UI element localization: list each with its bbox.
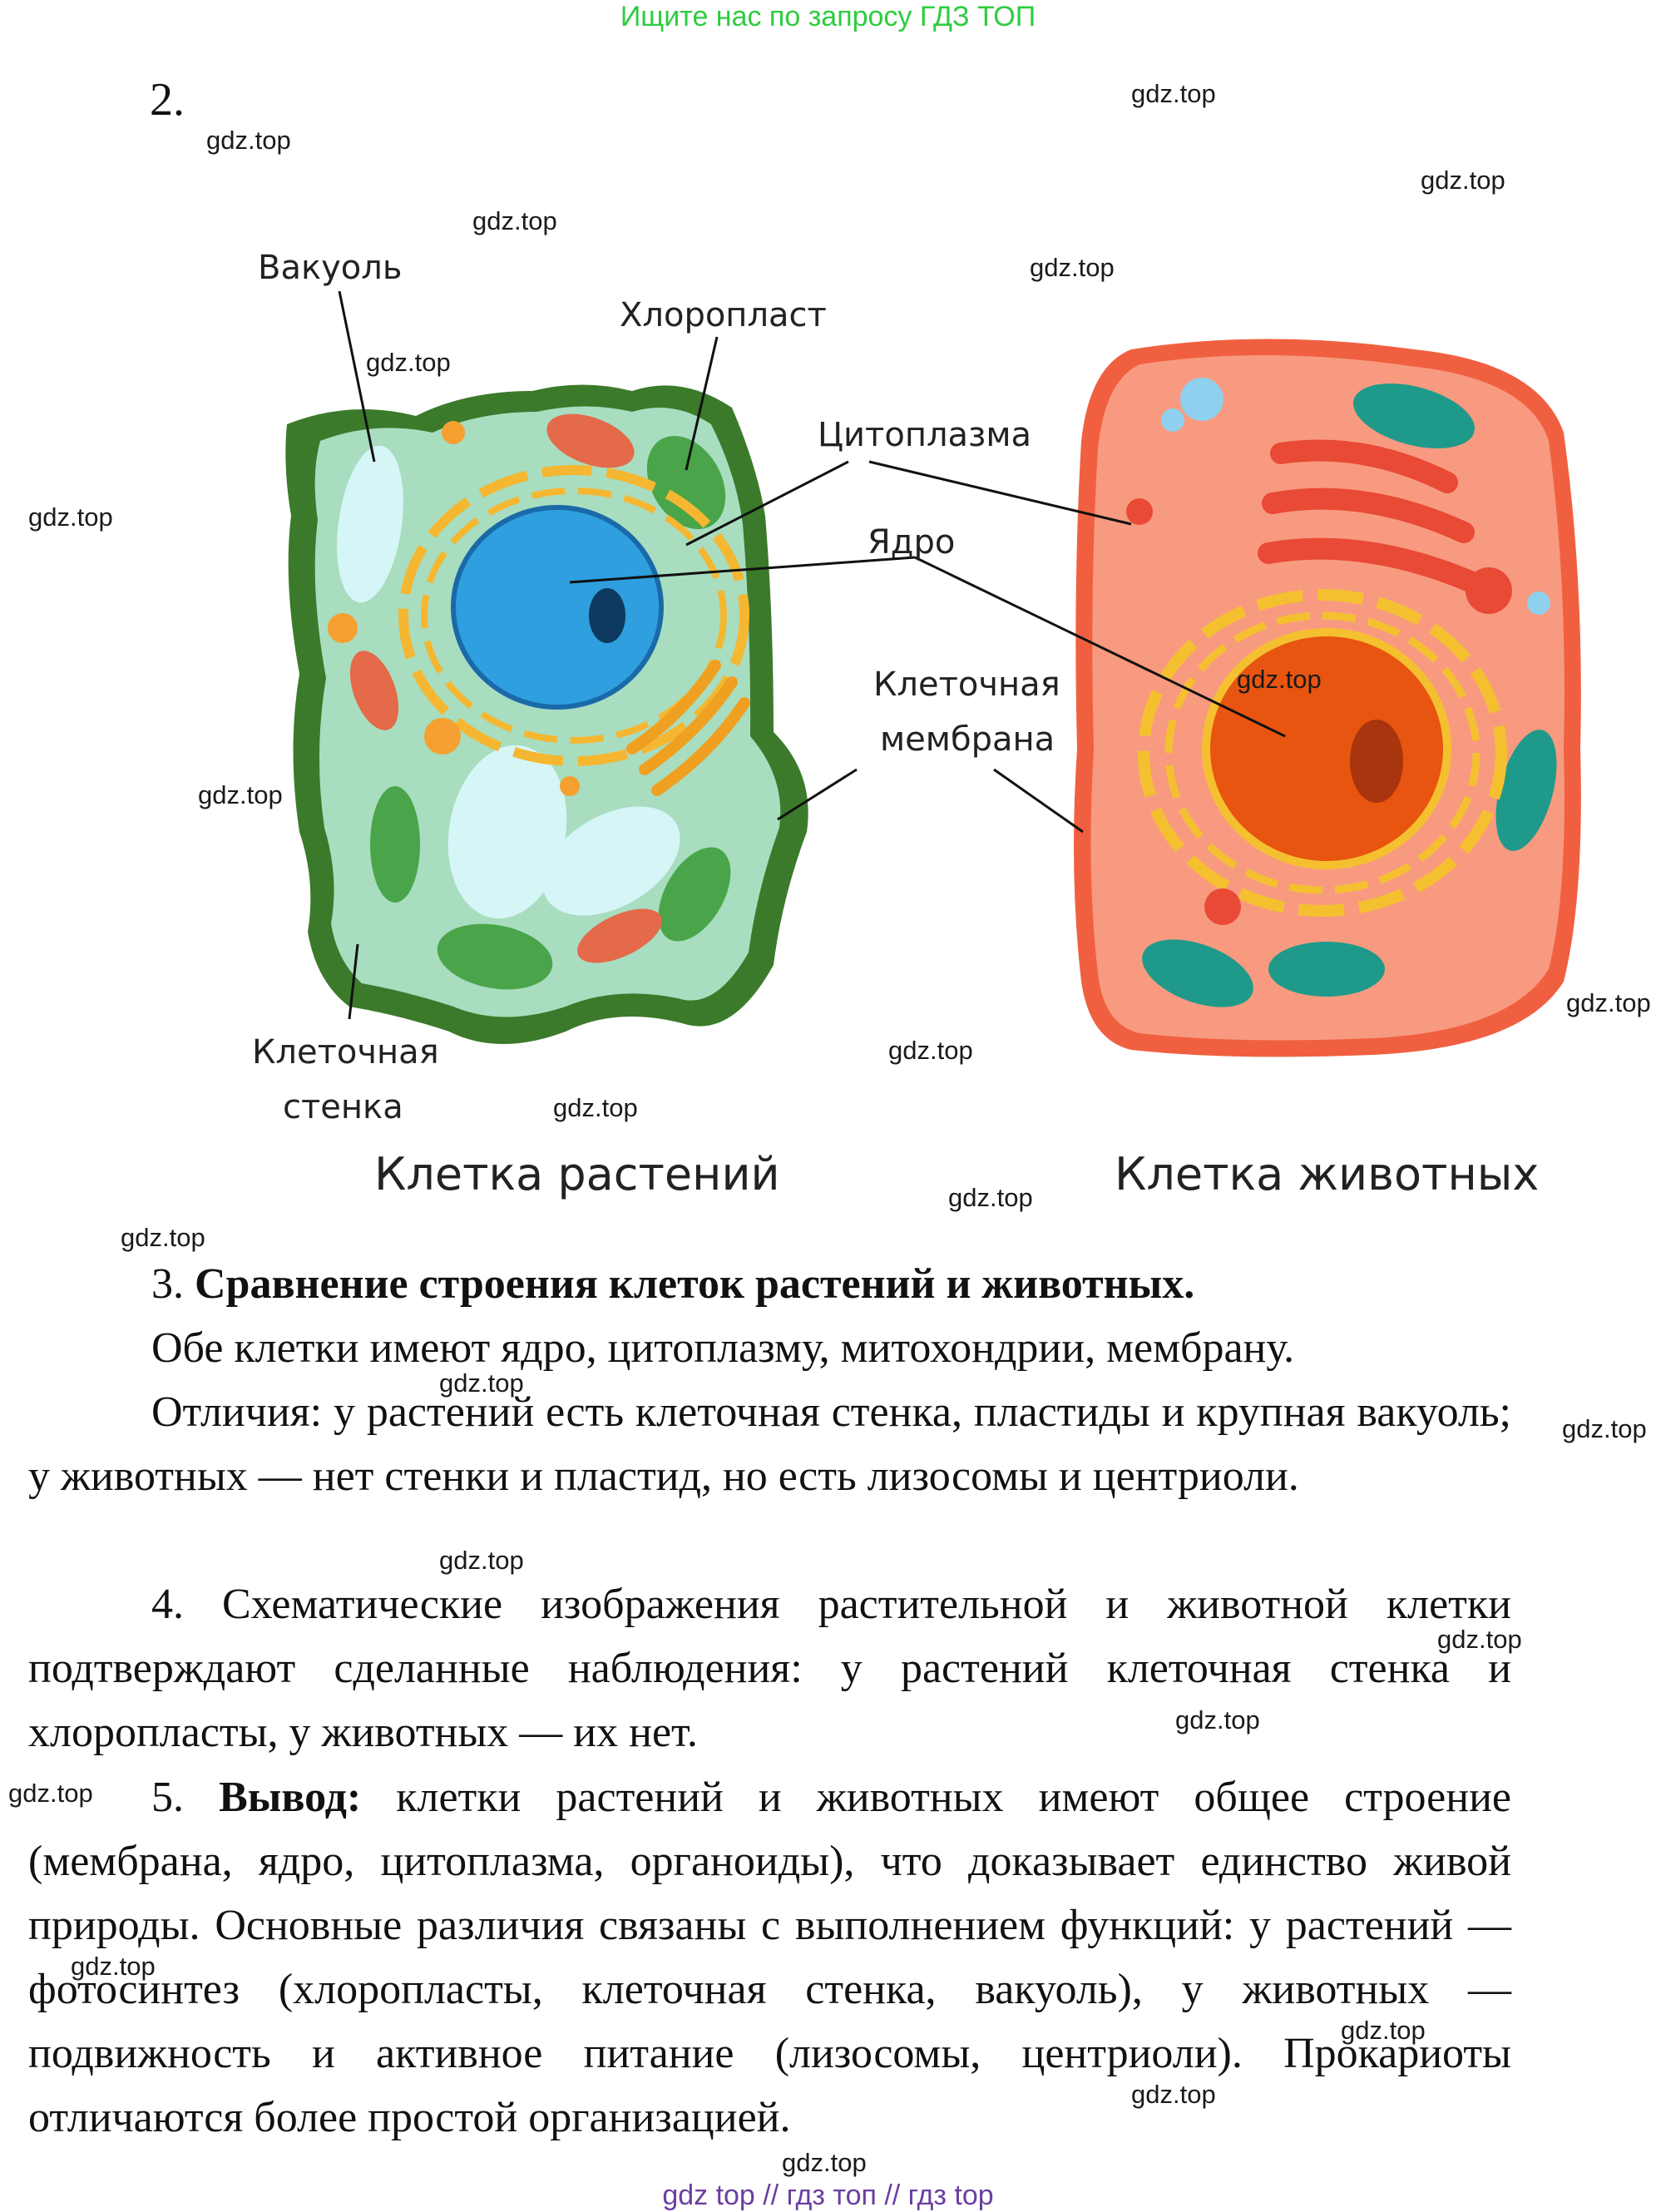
item-3: 3. Сравнение строения клеток растений и … xyxy=(28,1252,1511,1508)
plant-nucleus xyxy=(451,505,664,710)
item-3-number: 3. xyxy=(151,1260,195,1308)
animal-cell xyxy=(1074,339,1581,1057)
watermark: gdz.top xyxy=(206,126,291,155)
label-nucleus: Ядро xyxy=(868,523,955,562)
plant-vacuole-2 xyxy=(447,745,567,919)
label-vacuole: Вакуоль xyxy=(258,249,402,287)
plant-chloroplast-1 xyxy=(646,435,726,530)
animal-mitochondrion-1 xyxy=(1352,384,1476,448)
watermark: gdz.top xyxy=(1237,665,1322,694)
watermark: gdz.top xyxy=(1175,1705,1260,1734)
watermark: gdz.top xyxy=(1131,2080,1216,2109)
plant-vacuole-3 xyxy=(542,806,680,916)
watermark: gdz.top xyxy=(553,1093,638,1122)
item-5: 5. Вывод: клетки растений и животных име… xyxy=(28,1765,1511,2150)
leader-lines xyxy=(338,290,1286,1020)
watermark: gdz.top xyxy=(1341,2016,1426,2045)
plant-mitochondrion-2 xyxy=(349,651,399,730)
watermark: gdz.top xyxy=(8,1779,93,1808)
footer-links[interactable]: gdz top // гдз топ // гдз top xyxy=(662,2180,994,2211)
item-5-label: Вывод: xyxy=(219,1774,362,1821)
plant-granule-2 xyxy=(328,613,358,643)
caption-animal-cell: Клетка животных xyxy=(1115,1148,1539,1200)
item-3-line-1: Обе клетки имеют ядро, цитоплазму, митох… xyxy=(151,1324,1295,1372)
item-3-line-2: Отличия: у растений есть клеточная стенк… xyxy=(28,1388,1511,1500)
plant-granule-3 xyxy=(424,718,461,755)
animal-vesicle-1 xyxy=(1180,378,1223,421)
watermark: gdz.top xyxy=(888,1036,973,1065)
item-5-number: 5. xyxy=(151,1774,220,1821)
label-wall-line2: стенка xyxy=(283,1088,403,1126)
top-banner[interactable]: Ищите нас по запросу ГДЗ ТОП xyxy=(620,1,1036,32)
item-5-body: клетки растений и животных имеют общее с… xyxy=(28,1774,1511,2141)
label-chloroplast: Хлоропласт xyxy=(620,296,827,334)
watermark: gdz.top xyxy=(782,2148,867,2177)
item-3-heading: 3. Сравнение строения клеток растений и … xyxy=(28,1252,1511,1316)
watermark: gdz.top xyxy=(366,348,451,377)
watermark: gdz.top xyxy=(439,1368,524,1398)
plant-golgi xyxy=(626,660,750,796)
animal-vesicle-3 xyxy=(1527,591,1550,615)
leader-nucleus-animal xyxy=(914,556,1286,738)
caption-plant-cell: Клетка растений xyxy=(374,1148,780,1200)
animal-lysosome-1 xyxy=(1126,498,1153,525)
watermark: gdz.top xyxy=(1562,1414,1647,1443)
animal-vesicle-2 xyxy=(1161,408,1184,432)
cell-diagram: Вакуоль Хлоропласт Цитоплазма Ядро Клето… xyxy=(252,249,1581,1200)
watermark: gdz.top xyxy=(1437,1625,1522,1654)
watermark: gdz.top xyxy=(121,1223,205,1252)
watermark: gdz.top xyxy=(472,206,557,235)
animal-nucleus xyxy=(1202,628,1451,869)
plant-mitochondrion-1 xyxy=(546,413,635,468)
animal-mitochondrion-3 xyxy=(1142,939,1253,1007)
plant-er xyxy=(398,465,749,766)
plant-chloroplast-4 xyxy=(658,847,731,942)
plant-er-inner xyxy=(421,487,727,744)
plant-cell xyxy=(285,384,808,1044)
animal-lysosome-2 xyxy=(1466,567,1512,614)
plant-nucleolus xyxy=(589,588,625,643)
leader-wall xyxy=(348,943,359,1020)
plant-granule-4 xyxy=(560,776,580,796)
item-3-title: Сравнение строения клеток растений и жив… xyxy=(195,1260,1195,1308)
animal-lysosome-3 xyxy=(1204,888,1241,925)
item-4: 4. Схематические изображения растительно… xyxy=(28,1572,1511,1764)
leader-cytoplasm-animal xyxy=(868,460,1132,526)
watermark: gdz.top xyxy=(1131,79,1216,108)
label-membrane-line2: мембрана xyxy=(880,720,1055,759)
plant-chloroplast-3 xyxy=(437,923,553,990)
leader-vacuole xyxy=(338,290,376,463)
leader-membrane-animal xyxy=(993,768,1084,834)
animal-mitochondrion-2 xyxy=(1495,730,1557,851)
animal-er-inner xyxy=(1164,611,1481,894)
animal-mitochondrion-4 xyxy=(1268,942,1385,997)
watermark: gdz.top xyxy=(1421,166,1505,195)
plant-vacuole-1 xyxy=(337,445,403,603)
label-membrane-line1: Клеточная xyxy=(873,666,1060,704)
watermark: gdz.top xyxy=(71,1952,156,1981)
animal-nucleolus xyxy=(1350,720,1403,803)
watermark: gdz.top xyxy=(439,1546,524,1575)
watermark: gdz.top xyxy=(1566,988,1651,1017)
plant-granule-1 xyxy=(442,421,465,444)
watermark: gdz.top xyxy=(1030,253,1115,282)
item-4-text: 4. Схематические изображения растительно… xyxy=(28,1581,1511,1756)
plant-mitochondrion-3 xyxy=(577,908,662,963)
label-cytoplasm: Цитоплазма xyxy=(818,416,1031,454)
item-2-number: 2. xyxy=(150,74,185,126)
leader-nucleus-plant xyxy=(569,556,916,584)
animal-er xyxy=(1138,589,1507,917)
leader-cytoplasm-plant xyxy=(685,460,849,547)
item-5-text: 5. Вывод: клетки растений и животных име… xyxy=(28,1765,1511,2150)
watermark: gdz.top xyxy=(948,1183,1033,1212)
watermark: gdz.top xyxy=(28,502,113,532)
plant-chloroplast-2 xyxy=(370,786,420,903)
leader-chloroplast xyxy=(685,336,719,471)
leader-membrane-plant xyxy=(777,768,858,821)
label-wall-line1: Клеточная xyxy=(252,1033,439,1071)
watermark: gdz.top xyxy=(198,780,283,809)
animal-golgi xyxy=(1258,439,1483,593)
